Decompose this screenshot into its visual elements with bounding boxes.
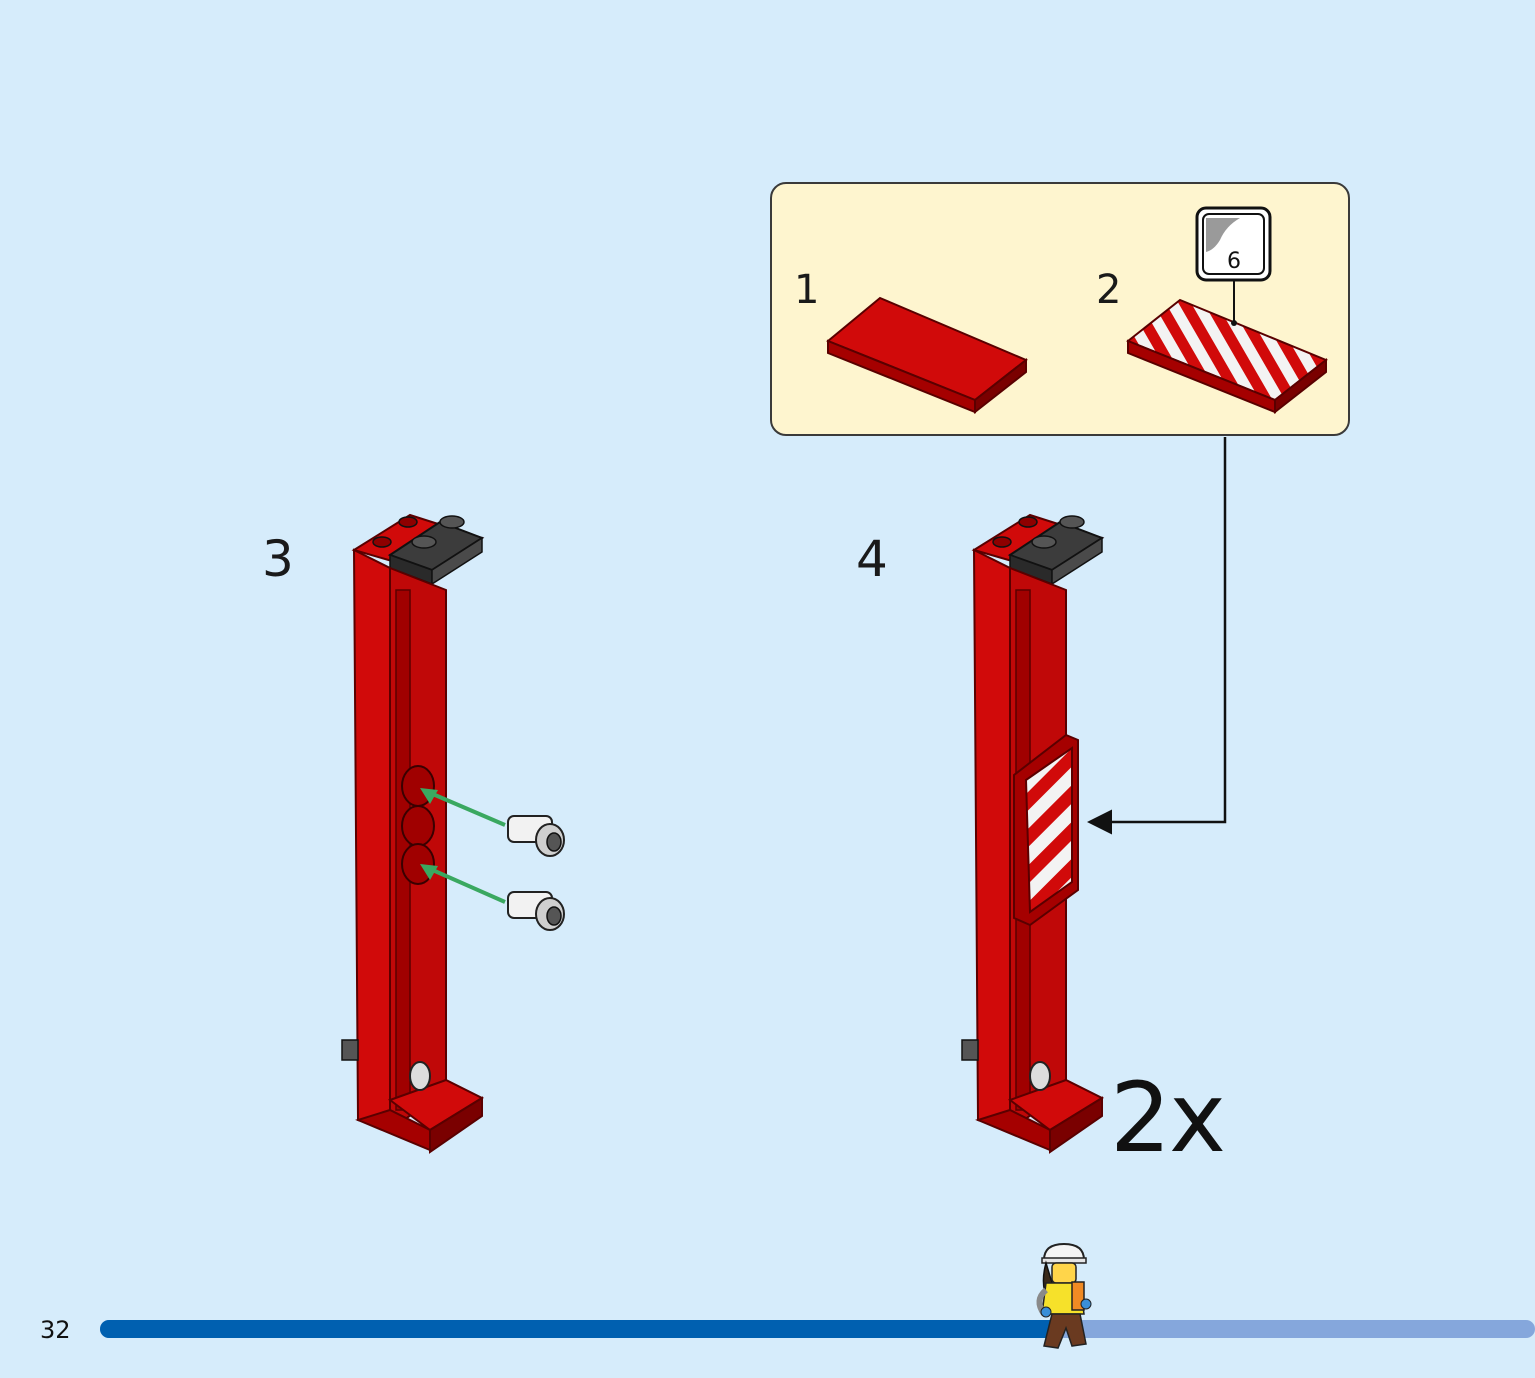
red-tile-1x2 — [826, 296, 1028, 415]
striped-tile-with-sticker — [1126, 298, 1328, 415]
substep-1-number: 1 — [794, 267, 820, 313]
progress-bar — [100, 1320, 1535, 1338]
sticker-icon — [1195, 206, 1272, 326]
step-3-number: 3 — [262, 530, 294, 588]
step-4-number: 4 — [856, 530, 888, 588]
step-4-red-column — [961, 513, 1105, 1154]
step-4-multiplier: 2x — [1110, 1062, 1226, 1174]
sticker-number: 6 — [1227, 249, 1241, 274]
callout-connector-arrow — [1087, 437, 1227, 835]
green-arrow-icon — [420, 788, 506, 904]
substep-2-number: 2 — [1096, 267, 1122, 313]
friction-pins — [507, 815, 565, 931]
page-number: 32 — [40, 1316, 71, 1344]
construction-worker-minifigure-icon — [1036, 1242, 1092, 1349]
step-3-red-column — [341, 513, 485, 1154]
